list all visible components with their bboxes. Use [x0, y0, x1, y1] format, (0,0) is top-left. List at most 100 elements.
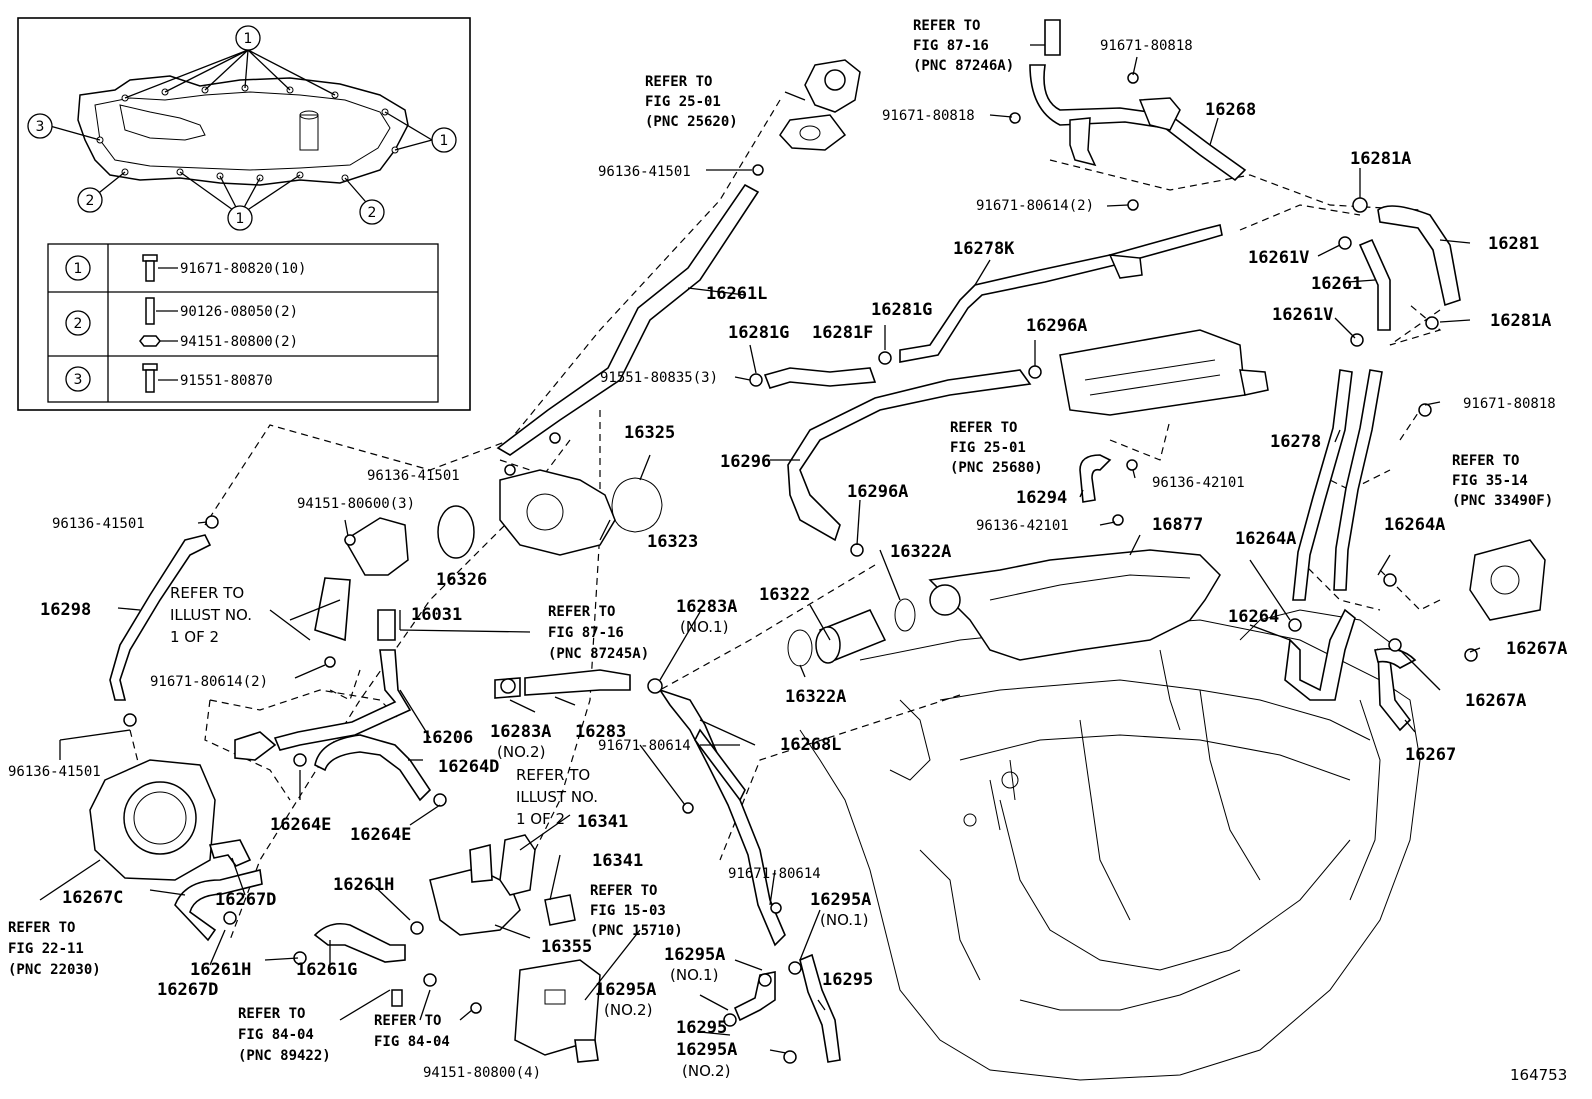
- label-16261V: 16261V: [1248, 248, 1309, 268]
- label-16295A: 16295A: [676, 1040, 737, 1060]
- label-16264A: 16264A: [1384, 515, 1445, 535]
- label-16281F: 16281F: [812, 323, 873, 343]
- label-16283A: 16283A: [676, 597, 737, 617]
- label-16296A: 16296A: [1026, 316, 1087, 336]
- label-16281G: 16281G: [871, 300, 932, 320]
- svg-text:3: 3: [74, 372, 83, 388]
- table-key-1: [65, 255, 91, 281]
- bolt-icon: [142, 363, 158, 393]
- label-16264E: 16264E: [270, 815, 331, 835]
- label-16261H: 16261H: [333, 875, 394, 895]
- label-16264: 16264: [1228, 607, 1279, 627]
- label-16264D: 16264D: [438, 757, 499, 777]
- svg-text:1: 1: [244, 31, 253, 47]
- part-labels: 91671-80818 91671-80818 16268 16281A 916…: [8, 38, 1567, 1084]
- label-91671-80818: 91671-80818: [882, 108, 975, 124]
- label-16294: 16294: [1016, 488, 1067, 508]
- label-no1: (NO.1): [820, 911, 868, 929]
- refer-illust-b: REFER TO ILLUST NO. 1 OF 2: [516, 766, 603, 828]
- svg-text:1: 1: [236, 211, 245, 227]
- label-96136-41501: 96136-41501: [8, 764, 101, 780]
- svg-text:1: 1: [74, 261, 83, 277]
- svg-text:91671-80820(10): 91671-80820(10): [180, 261, 306, 277]
- refer-fig-15-03: REFER TO FIG 15-03 (PNC 15710): [590, 883, 683, 939]
- label-16281G: 16281G: [728, 323, 789, 343]
- label-16877: 16877: [1152, 515, 1203, 535]
- label-16322A: 16322A: [890, 542, 951, 562]
- label-no2: (NO.2): [604, 1001, 652, 1019]
- refer-notes: REFER TO FIG 87-16 (PNC 87246A) REFER TO…: [8, 18, 1553, 1064]
- label-96136-41501: 96136-41501: [52, 516, 145, 532]
- label-96136-41501: 96136-41501: [598, 164, 691, 180]
- label-16031: 16031: [411, 605, 462, 625]
- label-16323: 16323: [647, 532, 698, 552]
- label-16298: 16298: [40, 600, 91, 620]
- label-16283A: 16283A: [490, 722, 551, 742]
- label-16264E: 16264E: [350, 825, 411, 845]
- label-16296A: 16296A: [847, 482, 908, 502]
- label-16267A: 16267A: [1465, 691, 1526, 711]
- label-16264A: 16264A: [1235, 529, 1296, 549]
- inset-panel: 1 1 1 3 2 2 1: [17, 17, 471, 411]
- label-16267D: 16267D: [215, 890, 276, 910]
- label-91671-80614-2: 91671-80614(2): [150, 674, 268, 690]
- stud-icon: [145, 297, 155, 325]
- label-91671-80614: 91671-80614: [728, 866, 821, 882]
- label-16261G: 16261G: [296, 960, 357, 980]
- svg-text:3: 3: [36, 119, 45, 135]
- label-16341: 16341: [592, 851, 643, 871]
- engine-block: [799, 609, 1421, 1081]
- label-no2: (NO.2): [682, 1062, 730, 1080]
- refer-fig-84-04-a: REFER TO FIG 84-04 (PNC 89422): [238, 1006, 331, 1064]
- fastener-table: 1 91671-80820(10) 2 90126-08050(2) 94151…: [47, 243, 439, 403]
- inset-callout-2-right: 2: [359, 199, 385, 225]
- label-16325: 16325: [624, 423, 675, 443]
- label-16281A: 16281A: [1350, 149, 1411, 169]
- label-91671-80614: 91671-80614: [598, 738, 691, 754]
- label-16261H: 16261H: [190, 960, 251, 980]
- bolt-icon: [142, 254, 158, 282]
- label-16281: 16281: [1488, 234, 1539, 254]
- label-16296: 16296: [720, 452, 771, 472]
- label-16341: 16341: [577, 812, 628, 832]
- label-16267D: 16267D: [157, 980, 218, 1000]
- refer-fig-87-16-a: REFER TO FIG 87-16 (PNC 87246A): [913, 18, 1014, 74]
- label-16267: 16267: [1405, 745, 1456, 765]
- label-16268: 16268: [1205, 100, 1256, 120]
- label-94151-80800-4: 94151-80800(4): [423, 1065, 541, 1081]
- svg-text:2: 2: [368, 205, 377, 221]
- label-16322: 16322: [759, 585, 810, 605]
- label-16295A: 16295A: [595, 980, 656, 1000]
- label-16355: 16355: [541, 937, 592, 957]
- label-16322A: 16322A: [785, 687, 846, 707]
- label-16326: 16326: [436, 570, 487, 590]
- svg-text:91551-80870: 91551-80870: [180, 373, 273, 389]
- label-no2: (NO.2): [497, 743, 545, 761]
- label-96136-42101: 96136-42101: [976, 518, 1069, 534]
- inset-callout-1-right: 1: [431, 127, 457, 153]
- label-no1: (NO.1): [670, 966, 718, 984]
- label-no1: (NO.1): [680, 618, 728, 636]
- label-16268L: 16268L: [780, 735, 841, 755]
- svg-text:90126-08050(2): 90126-08050(2): [180, 304, 298, 320]
- refer-fig-35-14: REFER TO FIG 35-14 (PNC 33490F): [1452, 453, 1553, 509]
- inset-callout-1-bottom: 1: [227, 205, 253, 231]
- clamps: [123, 72, 1478, 1064]
- label-16278K: 16278K: [953, 239, 1015, 259]
- table-key-2: [65, 310, 91, 336]
- label-16267A: 16267A: [1506, 639, 1567, 659]
- nut-icon: [139, 335, 161, 347]
- label-16261: 16261: [1311, 274, 1362, 294]
- refer-fig-25-01-b: REFER TO FIG 25-01 (PNC 25680): [950, 420, 1043, 476]
- refer-fig-25-01-a: REFER TO FIG 25-01 (PNC 25620): [645, 74, 738, 130]
- label-91551-80835-3: 91551-80835(3): [600, 370, 718, 386]
- label-16283: 16283: [575, 722, 626, 742]
- label-16295: 16295: [822, 970, 873, 990]
- refer-fig-87-16-b: REFER TO FIG 87-16 (PNC 87245A): [548, 604, 649, 662]
- label-91671-80614-2: 91671-80614(2): [976, 198, 1094, 214]
- leader-lines: [39, 44, 1481, 1054]
- label-16261L: 16261L: [706, 284, 767, 304]
- refer-fig-22-11: REFER TO FIG 22-11 (PNC 22030): [8, 920, 101, 978]
- label-16295A: 16295A: [810, 890, 871, 910]
